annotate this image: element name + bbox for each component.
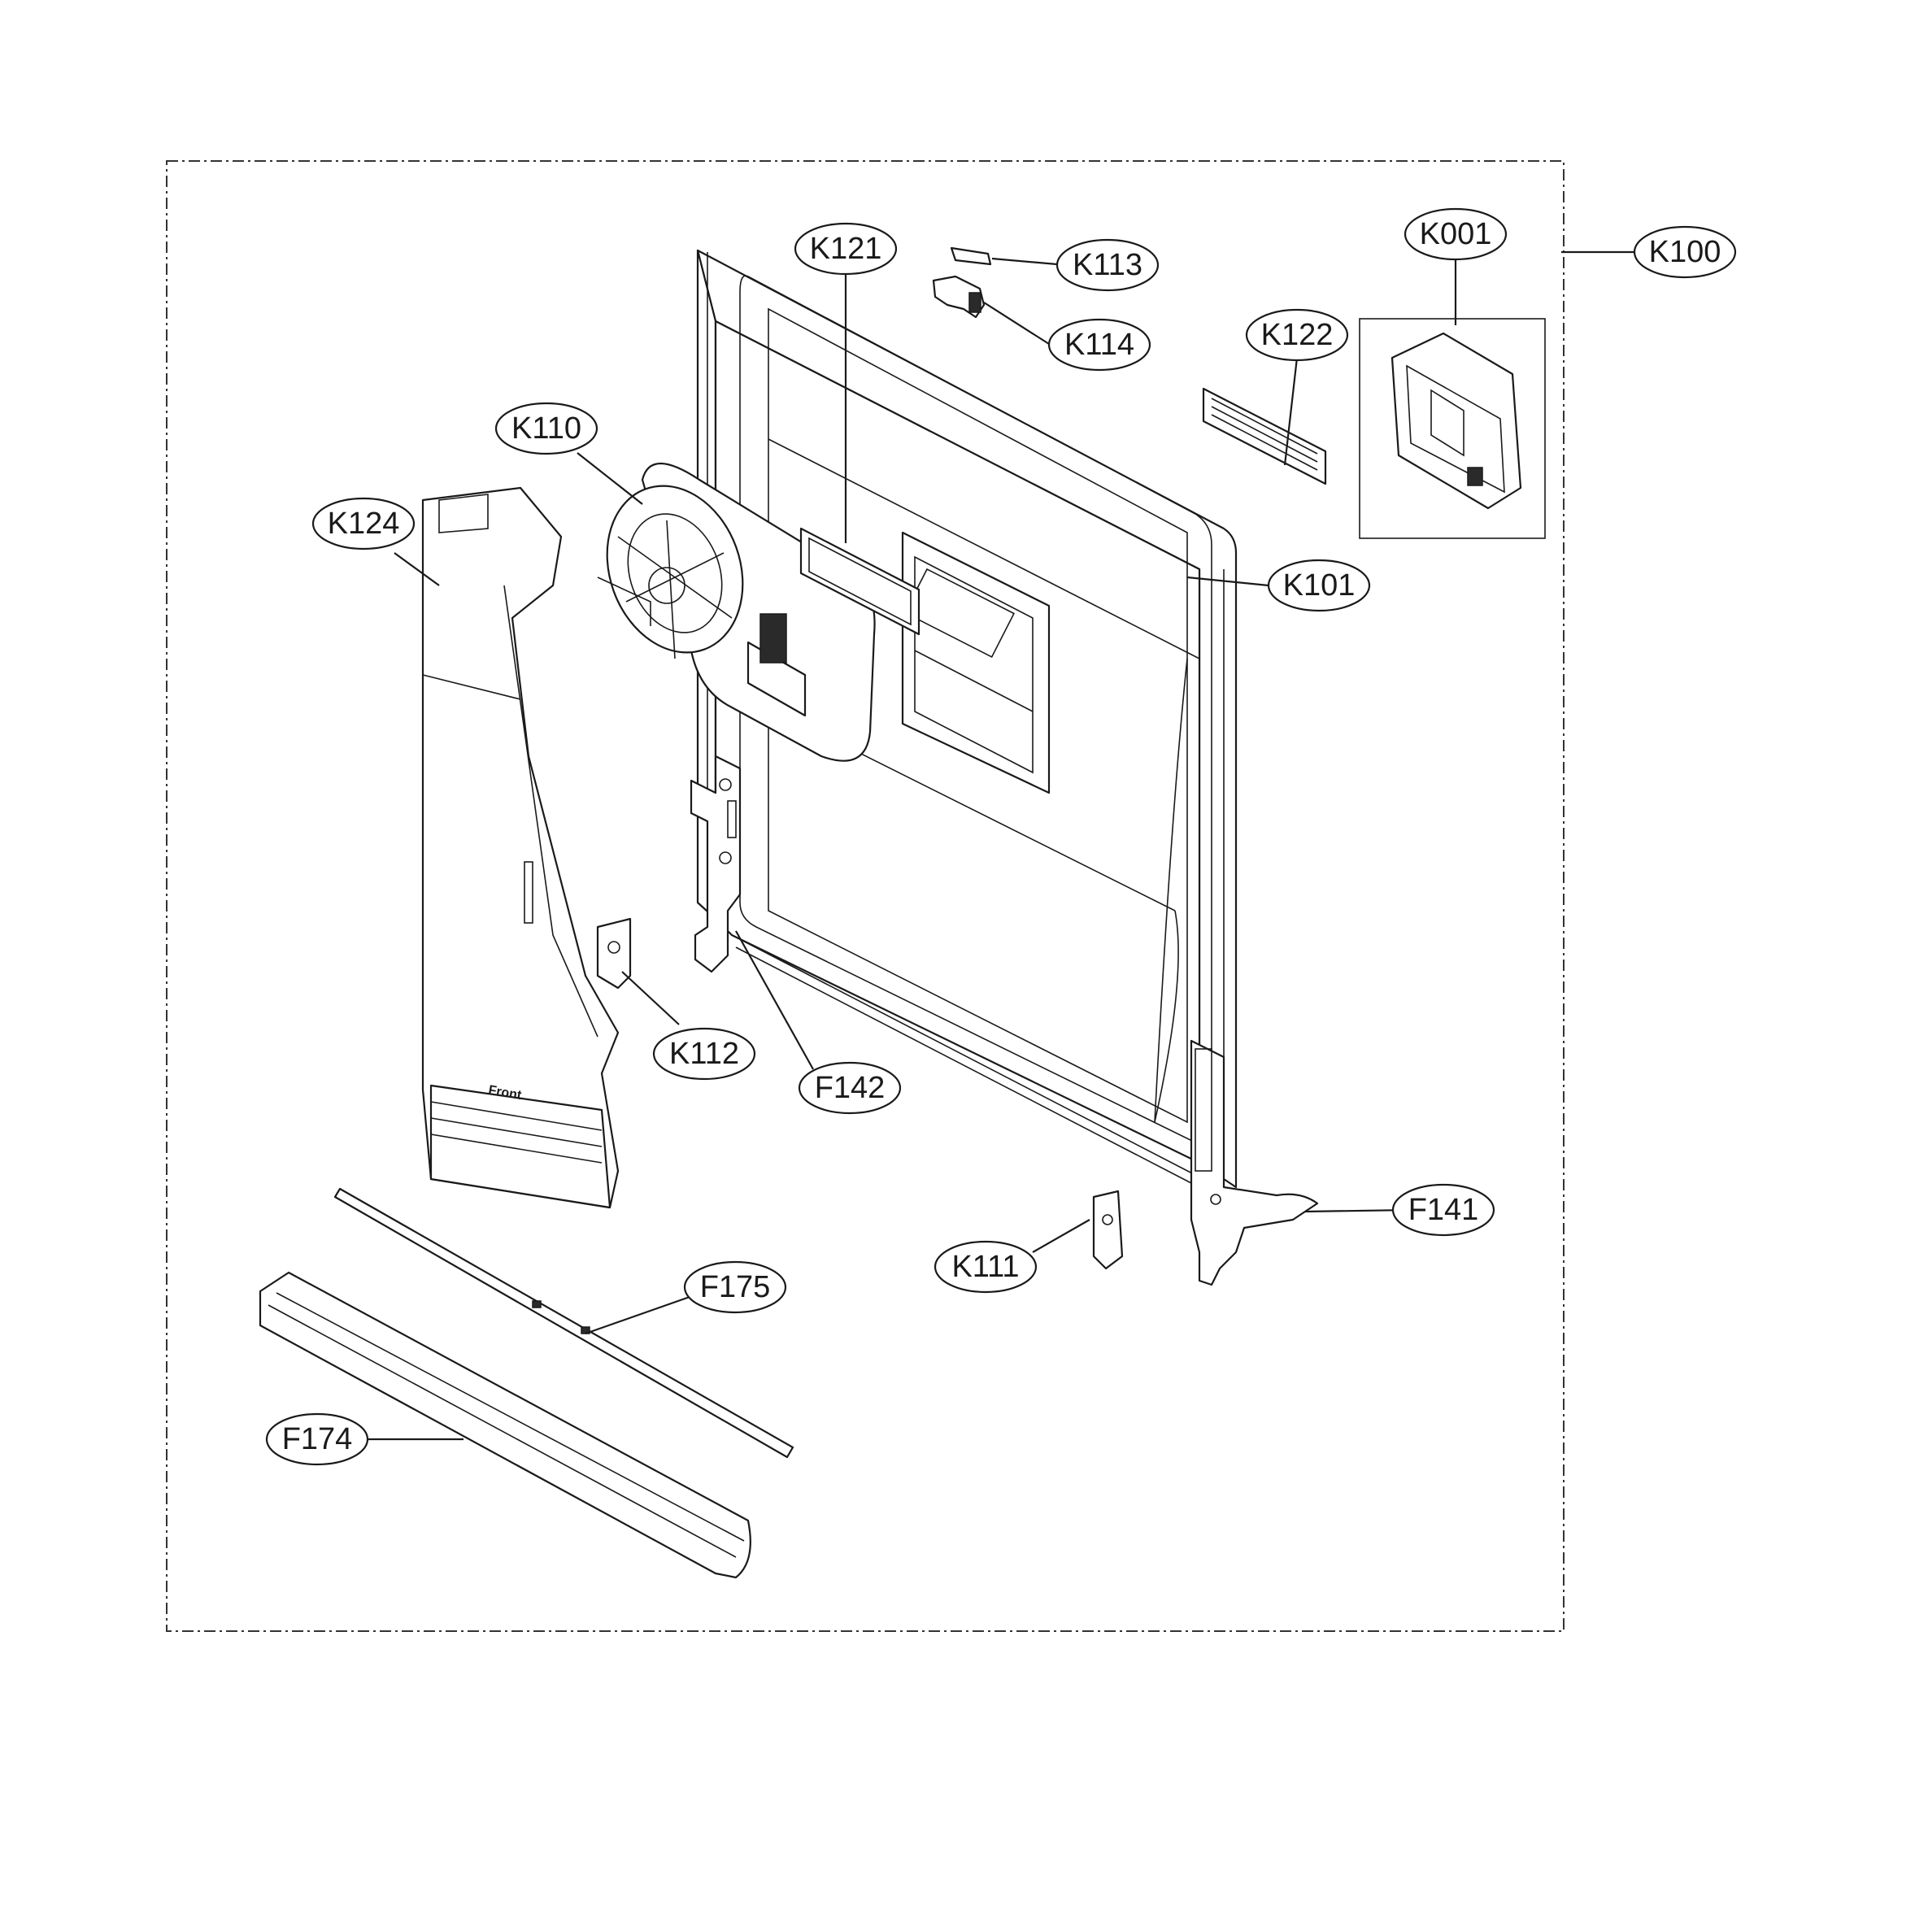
air-duct: Front [421, 486, 620, 1209]
assembly-boundary [166, 160, 1565, 1632]
bracket-k111 [1092, 1190, 1124, 1270]
callout-f174: F174 [265, 1412, 369, 1466]
blower-assembly [597, 462, 876, 762]
callout-k124: K124 [311, 497, 416, 550]
latch-part [932, 275, 986, 319]
label-k113: K113 [1073, 248, 1142, 282]
callout-f175: F175 [683, 1260, 787, 1314]
duct-front-marking: Front [487, 1083, 523, 1103]
callout-f142: F142 [798, 1061, 902, 1115]
label-k121: K121 [810, 232, 882, 266]
callout-k112: K112 [652, 1027, 756, 1081]
left-hinge [690, 755, 742, 973]
label-f141: F141 [1408, 1193, 1479, 1227]
label-f174: F174 [282, 1422, 353, 1456]
bracket-k112 [596, 917, 632, 990]
callout-k100: K100 [1633, 225, 1737, 279]
label-k122: K122 [1261, 318, 1334, 352]
label-k111: K111 [951, 1250, 1019, 1284]
control-module [1359, 318, 1546, 539]
callout-k113: K113 [1055, 238, 1160, 292]
label-k100: K100 [1649, 235, 1721, 269]
label-k110: K110 [511, 411, 581, 446]
right-hinge [1190, 1039, 1319, 1286]
callout-k114: K114 [1047, 318, 1151, 372]
door-inner-panel [696, 249, 1238, 1189]
callout-k121: K121 [794, 222, 898, 276]
label-k124: K124 [328, 507, 400, 541]
callout-k110: K110 [494, 402, 598, 455]
callout-k001: K001 [1404, 207, 1508, 261]
label-k101: K101 [1283, 568, 1356, 603]
callout-k111: K111 [934, 1240, 1038, 1294]
callout-k101: K101 [1267, 559, 1371, 612]
bottom-strip [333, 1187, 794, 1459]
label-f142: F142 [815, 1071, 886, 1105]
label-k112: K112 [669, 1037, 739, 1071]
label-k114: K114 [1064, 328, 1134, 362]
vent-cover [1202, 387, 1327, 485]
callout-k122: K122 [1245, 308, 1349, 362]
bottom-trim [259, 1271, 751, 1579]
label-k001: K001 [1420, 217, 1492, 251]
label-f175: F175 [700, 1270, 771, 1304]
clip-part [950, 246, 992, 266]
callout-f141: F141 [1391, 1183, 1495, 1237]
vent-gasket [799, 527, 920, 636]
